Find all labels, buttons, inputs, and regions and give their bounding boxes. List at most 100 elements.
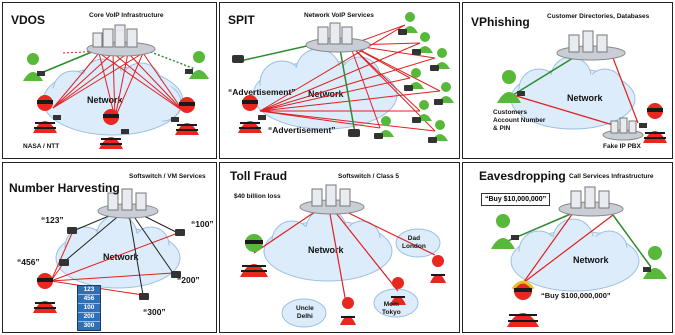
attacker-icon	[639, 103, 667, 143]
dad-label-line: London	[402, 243, 426, 250]
uncle-label-line: Uncle	[296, 305, 314, 312]
vphishing-diagram: Network	[497, 30, 667, 143]
uncle-label-line: Delhi	[296, 313, 313, 320]
attack-lines	[259, 24, 441, 132]
server-rack-icon	[86, 24, 156, 57]
server-rack-icon	[558, 186, 624, 217]
attacker-icon	[507, 280, 539, 327]
user-icon	[23, 53, 45, 81]
harvested-number: 100	[78, 304, 100, 313]
harvested-number: 456	[78, 295, 100, 304]
panel-title: Eavesdropping	[479, 169, 566, 183]
attack-line	[612, 57, 639, 124]
mom-label: Mom Tokyo	[382, 301, 401, 317]
attacker-icon	[430, 255, 446, 283]
ip-phone-icon	[232, 55, 244, 63]
buy-quote-small: “Buy $10,000,000”	[481, 193, 551, 206]
panel-title: Number Harvesting	[9, 181, 120, 195]
server-rack-icon	[299, 184, 365, 215]
cloud-icon	[281, 298, 327, 328]
panel-spit: Network	[219, 2, 460, 159]
panel-subtitle: Customer Directories, Databases	[547, 13, 650, 20]
network-label: Network	[308, 89, 345, 99]
network-label: Network	[573, 255, 610, 265]
panel-subtitle: Softswitch / VM Services	[129, 173, 206, 180]
attacker-icon	[33, 95, 61, 133]
panel-title: VPhishing	[471, 15, 530, 29]
network-label: Network	[308, 245, 345, 255]
user-icon	[185, 51, 209, 79]
panel-toll-fraud: Network Toll Fraud Softswitch / Class 5 …	[219, 162, 460, 333]
user-icon	[497, 70, 525, 103]
phone-group	[374, 29, 443, 143]
panel-subtitle: Softswitch / Class 5	[338, 173, 400, 180]
attacker-label: NASA / NTT	[23, 143, 60, 150]
phone-group	[59, 227, 185, 300]
cloud-icon	[510, 56, 636, 130]
legit-line	[512, 57, 574, 96]
vdos-diagram: Network	[23, 24, 209, 149]
number-label: “100”	[191, 219, 214, 229]
loss-label: $40 billion loss	[234, 193, 281, 200]
customer-label-line: & PIN	[493, 125, 511, 132]
panel-vphishing: Network VPhishing Customer Directories, …	[462, 2, 673, 159]
panel-vdos: Network	[2, 2, 217, 159]
number-label: “200”	[177, 275, 200, 285]
network-label: Network	[567, 93, 604, 103]
fake-pbx-label: Fake IP PBX	[603, 143, 641, 150]
attacker-icon	[99, 109, 129, 149]
harvested-number: 123	[78, 286, 100, 295]
user-group	[378, 12, 454, 141]
advertisement-quote: “Advertisement”	[268, 125, 336, 135]
customer-label-line: Customers	[493, 109, 527, 116]
attacker-icon	[238, 95, 266, 133]
panel-number-harvesting: Network Number Harvesting Softswitch / V…	[2, 162, 217, 333]
attack-line	[522, 214, 614, 284]
server-rack-icon	[97, 188, 159, 219]
uncle-label: Uncle Delhi	[296, 305, 314, 321]
number-label: “300”	[143, 307, 166, 317]
panel-title: SPIT	[228, 13, 255, 27]
spit-diagram: Network	[232, 12, 454, 143]
network-label: Network	[87, 95, 124, 105]
attacker-icon	[33, 273, 57, 313]
number-label: “123”	[41, 215, 64, 225]
mom-label-line: Tokyo	[382, 309, 401, 316]
user-icon	[643, 246, 667, 279]
attack-line	[522, 212, 574, 284]
panel-subtitle: Core VoIP Infrastructure	[89, 12, 164, 19]
cloud-icon	[510, 218, 640, 292]
eavesdropping-diagram: Network	[491, 186, 667, 327]
server-rack-icon	[305, 22, 371, 53]
attack-line	[512, 94, 614, 126]
cloud-icon	[263, 208, 393, 282]
panel-subtitle: Network VoIP Services	[304, 12, 374, 19]
harvested-number: 300	[83, 322, 95, 329]
buy-quote-large: “Buy $100,000,000”	[541, 291, 611, 300]
number-label: “456”	[17, 257, 40, 267]
dad-label: Dad London	[402, 235, 426, 251]
harvested-number: 200	[78, 313, 100, 322]
advertisement-quote: “Advertisement”	[228, 87, 296, 97]
attack-lines	[52, 50, 184, 119]
panel-title: Toll Fraud	[230, 169, 288, 183]
panel-title: VDOS	[11, 13, 46, 27]
panel-subtitle: Call Services Infrastructure	[569, 173, 654, 180]
panel-eavesdropping: Network Eavesdropping Call Services Infr…	[462, 162, 673, 333]
attacker-icon	[340, 297, 356, 325]
ip-phone-icon	[348, 129, 360, 137]
attacker-icon	[240, 234, 268, 277]
toll-fraud-diagram: Network	[240, 184, 446, 328]
server-rack-icon	[556, 30, 626, 61]
customer-label: Customers Account Number & PIN	[493, 109, 545, 133]
cloud-icon	[42, 58, 184, 136]
legit-line	[612, 214, 652, 268]
network-label: Network	[103, 252, 140, 262]
mom-label-line: Mom	[383, 301, 399, 308]
dad-label-line: Dad	[407, 235, 421, 242]
harvested-number-list: 123 456 100 200 300	[77, 285, 101, 331]
attacker-icon	[390, 277, 406, 305]
attacker-icon	[171, 97, 199, 135]
legit-line	[40, 48, 100, 74]
